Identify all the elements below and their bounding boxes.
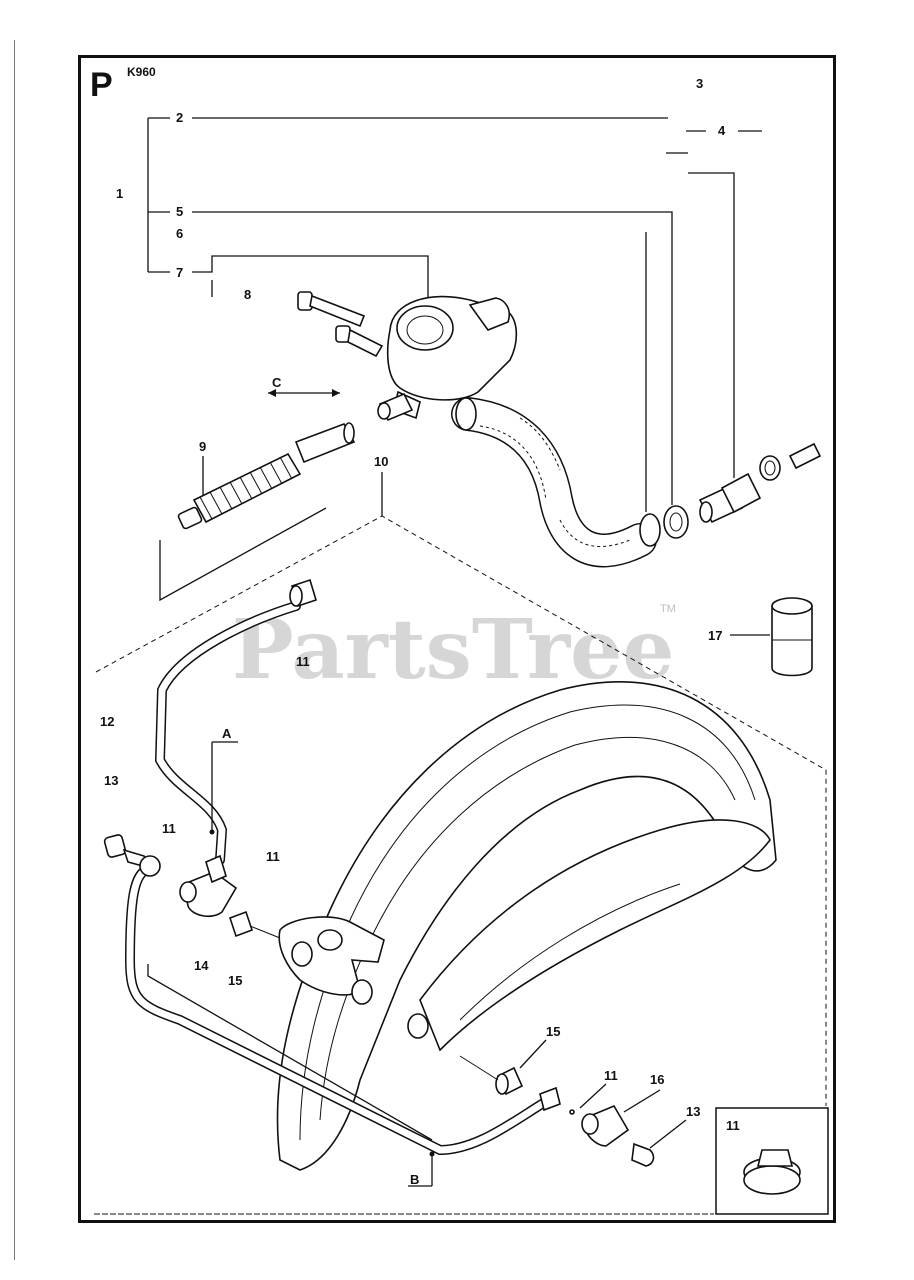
callout-14: 14: [194, 958, 209, 973]
callout-11-top: 11: [296, 654, 310, 669]
view-letter-a: A: [222, 726, 232, 741]
t-connector-valve: [103, 834, 281, 939]
clamp-inset: [715, 1107, 829, 1215]
view-c-arrow: [268, 389, 340, 397]
callout-8: 8: [244, 287, 251, 302]
page-margin-rule: [14, 40, 15, 1260]
blade-guard: [276, 681, 777, 1171]
callout-11-inset: 11: [726, 1118, 740, 1133]
callout-2: 2: [176, 110, 183, 125]
diagram-frame: [78, 55, 836, 1223]
callout-17: 17: [708, 628, 722, 643]
hose-coupling-fittings: [663, 442, 822, 539]
watermark-tm: TM: [660, 603, 676, 615]
callout-11-left: 11: [162, 821, 176, 836]
hose-nipple: [377, 392, 414, 422]
callout-labels: 1 2 3 4 5 6 7 8 9 10 11 11 11 11 11 12 1…: [100, 76, 740, 1133]
callout-15-lower: 15: [546, 1024, 560, 1039]
water-tubes: [124, 601, 557, 1156]
callout-13-left: 13: [104, 773, 118, 788]
leader-lines-top: [147, 117, 770, 636]
callout-13-lower: 13: [686, 1104, 700, 1119]
spring-hose-protector: [177, 422, 356, 530]
callout-11-lower: 11: [604, 1068, 618, 1083]
callout-16: 16: [650, 1072, 664, 1087]
callout-11-center: 11: [266, 849, 280, 864]
callout-3: 3: [696, 76, 703, 91]
valve-screws: [297, 291, 384, 358]
callout-12: 12: [100, 714, 114, 729]
callout-7: 7: [176, 265, 183, 280]
leader-lines-bottom: [209, 741, 687, 1187]
hose-connector: [771, 597, 813, 677]
valve-handle-assembly: [386, 295, 518, 420]
lower-fittings: [459, 1055, 655, 1167]
view-letter-b: B: [410, 1172, 419, 1187]
view-letter-c: C: [272, 375, 282, 390]
callout-10: 10: [374, 454, 388, 469]
callout-6: 6: [176, 226, 183, 241]
hose-clamp-top: [289, 578, 317, 608]
callout-9: 9: [199, 439, 206, 454]
water-hose: [451, 397, 661, 568]
arm-mount: [278, 916, 429, 1039]
page-letter: P: [90, 66, 113, 104]
callout-5: 5: [176, 204, 183, 219]
callout-4: 4: [718, 123, 726, 138]
callout-15-left: 15: [228, 973, 242, 988]
view-letters: A B C: [222, 375, 419, 1187]
callout-1: 1: [116, 186, 123, 201]
section-divider: [95, 515, 827, 1106]
model-label: K960: [127, 65, 156, 79]
